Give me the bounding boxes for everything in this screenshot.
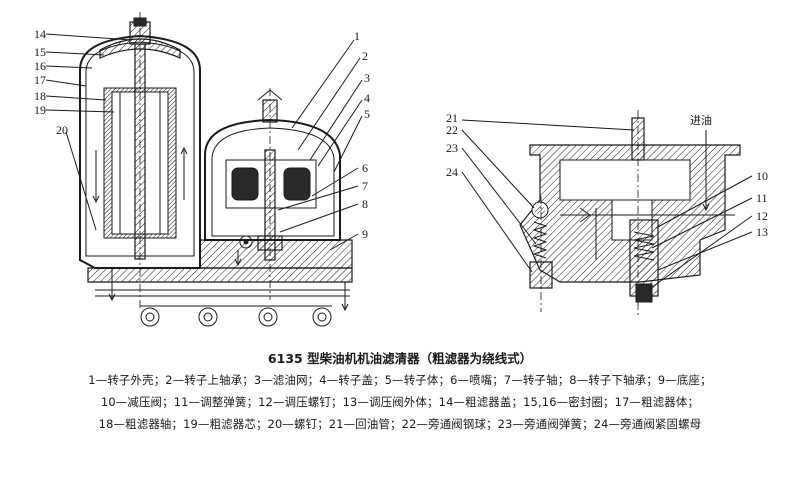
callout-13: 13 (756, 225, 768, 239)
callout-22: 22 (446, 123, 458, 137)
callout-21: 21 (446, 111, 458, 125)
coarse-filter (79, 12, 201, 310)
callout-7: 7 (362, 179, 368, 193)
centrifugal-rotor (204, 88, 341, 300)
callout-6: 6 (362, 161, 368, 175)
callout-3: 3 (364, 71, 370, 85)
callout-18: 18 (34, 89, 46, 103)
callout-23: 23 (446, 141, 458, 155)
callout-16: 16 (34, 59, 46, 73)
callout-8: 8 (362, 197, 368, 211)
callout-14: 14 (34, 27, 46, 41)
caption-line-2: 10—减压阀；11—调整弹簧；12—调压螺钉；13—调压阀外体；14—粗滤器盖；… (100, 395, 700, 409)
callout-4: 4 (364, 91, 370, 105)
caption-line-3: 18—粗滤器轴；19—粗滤器芯；20—螺钉；21—回油管；22—旁通阀钢球；23… (98, 417, 702, 431)
filter-base (87, 239, 353, 327)
callout-24: 24 (446, 165, 458, 179)
callout-11: 11 (756, 191, 768, 205)
callout-17: 17 (34, 73, 46, 87)
callout-10: 10 (756, 169, 768, 183)
callout-19: 19 (34, 103, 46, 117)
callout-2: 2 (362, 49, 368, 63)
oil-inlet-label: 进油 (690, 113, 712, 127)
oil-filter-diagram: 14 15 16 17 18 19 20 1 2 3 4 5 6 7 8 9 2… (34, 12, 768, 327)
caption-title: 6135 型柴油机机油滤清器（粗滤器为绕线式） (267, 351, 533, 366)
callout-20: 20 (56, 123, 68, 137)
callout-5: 5 (364, 107, 370, 121)
figure-caption: 6135 型柴油机机油滤清器（粗滤器为绕线式） 1—转子外壳；2—转子上轴承；3… (0, 345, 800, 435)
callout-1: 1 (354, 29, 360, 43)
caption-line-1: 1—转子外壳；2—转子上轴承；3—滤油网；4—转子盖；5—转子体；6—喷嘴；7—… (88, 373, 712, 387)
callout-numbers: 14 15 16 17 18 19 20 1 2 3 4 5 6 7 8 9 2… (34, 27, 768, 241)
valve-assembly (519, 110, 741, 315)
callout-12: 12 (756, 209, 768, 223)
leader-lines (45, 33, 753, 291)
callout-9: 9 (362, 227, 368, 241)
callout-15: 15 (34, 45, 46, 59)
